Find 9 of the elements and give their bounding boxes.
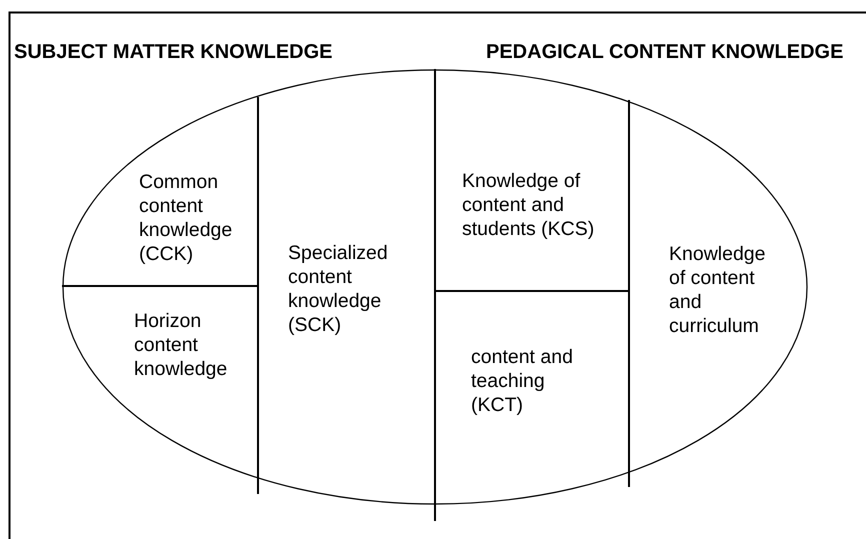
region-label: content and teaching (KCT)	[471, 345, 593, 417]
ellipse-outline	[62, 69, 808, 505]
region-label: Common content knowledge (CCK)	[139, 170, 251, 266]
section-heading: PEDAGICAL CONTENT KNOWLEDGE	[486, 41, 844, 63]
region-label: Knowledge of content and students (KCS)	[462, 169, 604, 241]
region-label: Specialized content knowledge (SCK)	[288, 241, 416, 337]
region-label: Horizon content knowledge	[134, 309, 246, 381]
region-label: Knowledge of content and curriculum	[669, 242, 781, 338]
section-heading: SUBJECT MATTER KNOWLEDGE	[14, 41, 333, 63]
